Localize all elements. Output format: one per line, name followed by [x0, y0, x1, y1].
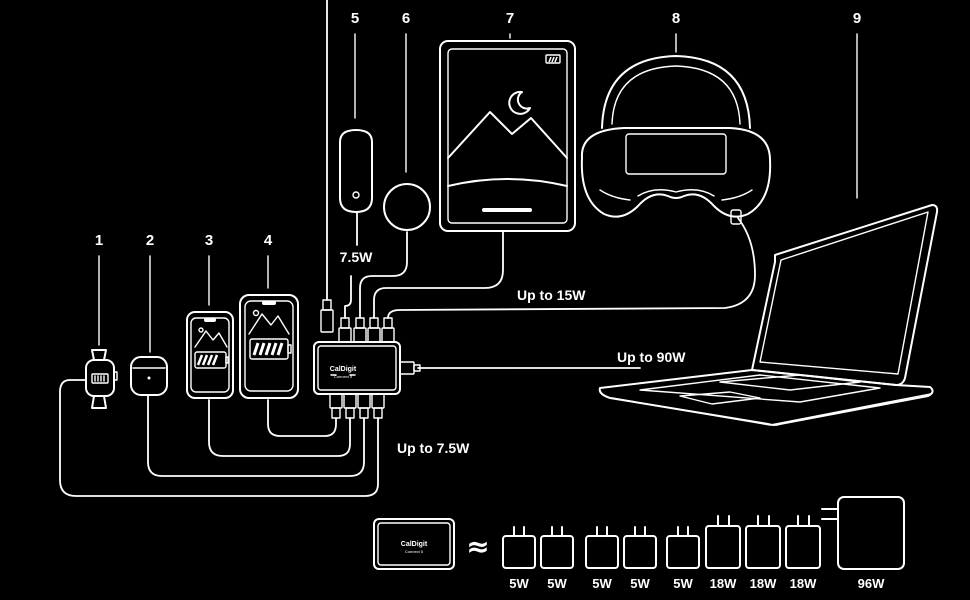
comparison-row: CalDigit Connect 5 ≈ — [373, 496, 905, 591]
approx-equals-icon: ≈ — [466, 530, 489, 563]
magsafe-charger-icon — [383, 183, 431, 231]
device-number-6: 6 — [402, 10, 410, 27]
adapter-watt-label: 96W — [858, 576, 885, 591]
hub-top-ports — [320, 299, 395, 343]
adapter-watt-label: 5W — [630, 576, 650, 591]
device-number-8: 8 — [672, 10, 680, 27]
earbuds-case-icon — [130, 356, 168, 396]
cable-headphones — [387, 217, 756, 319]
smartwatch-icon — [85, 349, 118, 409]
hub-model: Connect 5 — [334, 374, 353, 379]
adapter-watt-label: 18W — [790, 576, 817, 591]
cable-phone-small — [208, 399, 351, 457]
phone-small-icon — [186, 311, 234, 399]
cable-phone-large — [267, 399, 337, 437]
device-number-5: 5 — [351, 10, 359, 27]
adapter-5w-5 — [666, 526, 700, 569]
device-number-2: 2 — [146, 232, 154, 249]
hub-brand: CalDigit — [330, 366, 357, 373]
device-number-3: 3 — [205, 232, 213, 249]
cable-earbuds — [147, 395, 365, 477]
hub-small-brand: CalDigit — [401, 541, 428, 548]
adapter-5w-4 — [623, 526, 657, 569]
tablet-icon — [439, 40, 576, 232]
cable-magsafe — [359, 231, 408, 319]
adapter-watt-label: 5W — [509, 576, 529, 591]
hub-small-model: Connect 5 — [405, 549, 424, 554]
label-up-to-7-5w: Up to 7.5W — [397, 440, 470, 456]
device-number-1: 1 — [95, 232, 103, 249]
device-number-9: 9 — [853, 10, 861, 27]
adapter-watt-label: 5W — [547, 576, 567, 591]
cable-tablet — [373, 231, 504, 319]
adapter-18w-1 — [705, 515, 741, 569]
label-watch-power: 7.5W — [340, 249, 373, 265]
adapter-96w — [821, 496, 905, 570]
headphones-icon — [580, 55, 772, 225]
label-up-to-90w: Up to 90W — [617, 349, 686, 365]
label-up-to-15w: Up to 15W — [517, 287, 586, 303]
adapter-18w-3 — [785, 515, 821, 569]
cables — [59, 0, 756, 497]
phone-large-icon — [239, 294, 299, 399]
cable-puck-lower — [344, 275, 352, 319]
adapter-watt-label: 18W — [710, 576, 737, 591]
hub-device: CalDigit Connect 5 — [313, 299, 421, 419]
hub-bottom-ports — [329, 393, 385, 419]
adapter-watt-label: 18W — [750, 576, 777, 591]
adapter-5w-1 — [502, 526, 536, 569]
cable-watch — [59, 379, 379, 497]
laptop-icon — [598, 204, 939, 426]
leader-lines — [98, 33, 858, 353]
adapter-5w-2 — [540, 526, 574, 569]
device-numbers: 1 2 3 4 5 6 7 8 9 — [95, 10, 861, 249]
adapter-watt-label: 5W — [673, 576, 693, 591]
device-number-4: 4 — [264, 232, 273, 249]
hub-small-icon: CalDigit Connect 5 — [373, 518, 455, 570]
charger-puck-icon — [339, 129, 373, 213]
adapter-18w-2 — [745, 515, 781, 569]
adapter-5w-3 — [585, 526, 619, 569]
adapter-watt-label: 5W — [592, 576, 612, 591]
device-number-7: 7 — [506, 10, 514, 27]
